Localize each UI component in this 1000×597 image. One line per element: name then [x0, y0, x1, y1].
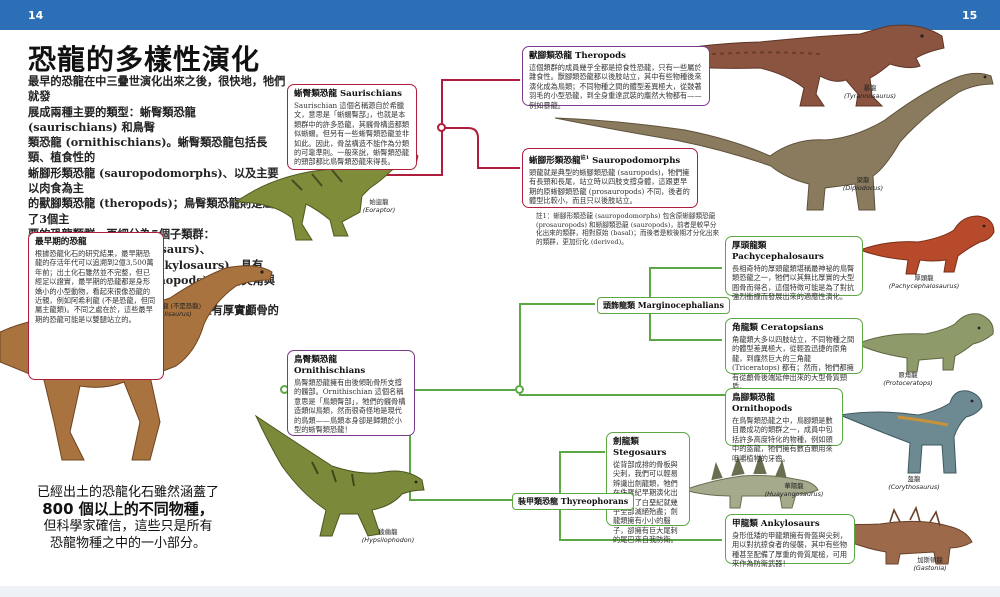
caption-zh: 暴龍 [863, 84, 877, 92]
caption-zh: 梁龍 [856, 176, 870, 184]
gastonia-caption: 加斯頓龍 (Gastonia) [900, 556, 960, 572]
ornithopods-box: 鳥腳類恐龍 Ornithopods 在鳥臀類恐龍之中，鳥腳類是數目最成功的類群之… [725, 388, 843, 463]
corythosaurus-caption: 盔龍 (Corythosaurus) [884, 475, 944, 491]
caption-zh: 厚頭龍 [914, 274, 934, 282]
box-heading-en: Sauropodomorphs [592, 155, 681, 166]
caption-zh: 盔龍 [907, 475, 921, 483]
sauropodomorph-footnote: 註1：蜥腳形類恐龍 (sauropodomorphs) 包含原蜥腳類恐龍 (pr… [536, 212, 720, 246]
cerapoda-node [515, 385, 524, 394]
intro-line: 展成兩種主要的類型：蜥臀類恐龍 (saurischians) 和鳥臀 [28, 104, 196, 134]
intro-line: 類恐龍 (ornithischians)。蜥臀類恐龍包括長頸、植食性的 [28, 135, 268, 165]
caption-zh: 稜齒龍 [378, 528, 398, 536]
species-count-quote: 已經出土的恐龍化石雖然涵蓋了 800 個以上的不同物種， 但科學家確信，這些只是… [28, 484, 228, 552]
quote-highlight: 800 個以上的不同物種， [42, 500, 214, 518]
page-bottom-band [0, 586, 1000, 597]
caption-sci: (Tyrannosaurus) [844, 92, 896, 100]
diplodocus-caption: 梁龍 (Diplodocus) [838, 176, 888, 192]
page-title: 恐龍的多樣性演化 [28, 43, 261, 76]
box-text: 從背部成排的骨板與尖刺，我們可以輕易辨識出劍龍類，牠們在侏羅紀早期演化出來，到了… [613, 460, 678, 545]
diplodocus-illustration [555, 72, 994, 211]
box-text: 根據恐龍化石的研究結果，最早期恐龍的存活年代可以追溯到2億3,500萬年前；出土… [35, 249, 156, 324]
box-heading: 甲龍類 Ankylosaurs [732, 519, 820, 529]
box-text: 身形低矮的甲龍類擁有骨盔與尖刺，用以對抗掠食者的侵襲，其中有些物種甚至配備了厚重… [732, 531, 848, 569]
box-text: 角龍類大多以四肢站立，不同物種之間的體型差異極大，從輕盈迅捷的原角龍，到龐然巨大… [732, 335, 855, 392]
box-heading: 鳥臀類恐龍 Ornithischians [294, 355, 366, 376]
box-heading: 角龍類 Ceratopsians [732, 323, 824, 333]
theropods-box: 獸腳類恐龍 Theropods 這個類群的成員幾乎全都是掠食性恐龍，只有一些屬於… [522, 46, 710, 110]
sauropodomorphs-box: 蜥腳形類恐龍註1 Sauropodomorphs 頭龍就是典型的蜥腳類恐龍 (s… [522, 148, 698, 208]
intro-line: 最早的恐龍在中三疊世演化出來之後，很快地，牠們就發 [28, 74, 286, 104]
box-heading: 厚頭龍類 Pachycephalosaurs [732, 241, 824, 262]
caption-zh: 始盜龍 [369, 198, 389, 206]
ceratopsians-box: 角龍類 Ceratopsians 角龍類大多以四肢站立，不同物種之間的體型差異極… [725, 318, 863, 391]
caption-sci: (Hypsilophodon) [361, 536, 415, 544]
stegosaurs-box: 劍龍類 Stegosaurs 從背部成排的骨板與尖刺，我們可以輕易辨識出劍龍類，… [606, 432, 690, 544]
caption-sci: (Diplodocus) [842, 184, 884, 192]
pachycephalosaurs-box: 厚頭龍類 Pachycephalosaurs 長相奇特的厚頭龍類堪稱最神祕的鳥臀… [725, 236, 863, 301]
box-heading: 獸腳類恐龍 Theropods [529, 51, 626, 61]
box-heading: 最早期的恐龍 [35, 237, 87, 247]
saurischians-box: 蜥臀類恐龍 Saurischians Saurischian 這個名稱源自於希臘… [287, 84, 417, 170]
caption-sci: (Huayangosaurus) [764, 490, 824, 498]
intro-line: 的獸腳類恐龍 (theropods)；鳥臀類恐龍則是涵蓋了3個主 [28, 196, 285, 226]
eoraptor-caption: 始盜龍 (Eoraptor) [355, 198, 403, 214]
hypsilophodon-illustration [254, 414, 425, 537]
footnote-marker: 註1 [580, 155, 590, 161]
caption-zh: 原角龍 [898, 371, 918, 379]
earliest-dinosaurs-box: 最早期的恐龍 根據恐龍化石的研究結果，最早期恐龍的存活年代可以追溯到2億3,50… [28, 232, 164, 380]
caption-sci: (Asilisaurus) [152, 310, 192, 318]
caption-sci: (Pachycephalosaurus) [888, 282, 960, 290]
caption-zh: 阿希利龍 (不是恐龍) [142, 302, 202, 310]
corythosaurus-illustration [838, 390, 983, 474]
caption-sci: (Gastonia) [913, 564, 947, 572]
quote-line: 恐龍物種之中的一小部分。 [49, 536, 206, 551]
box-heading: 劍龍類 Stegosaurs [613, 437, 667, 458]
huayangosaurus-illustration [682, 453, 819, 509]
marginocephalians-tag: 頭飾龍類 Marginocephalians [597, 297, 730, 314]
caption-zh: 華陽龍 [784, 482, 804, 490]
asilisaurus-caption: 阿希利龍 (不是恐龍) (Asilisaurus) [140, 302, 204, 318]
page-number-left: 14 [28, 9, 44, 22]
box-text: 鳥臀類恐龍擁有由後傾恥骨所支撐的髖部。Ornithischian 這個名稱意思是… [294, 378, 406, 435]
quote-line: 已經出土的恐龍化石雖然涵蓋了 [36, 485, 219, 500]
intro-line: 蜥腳形類恐龍 (sauropodomorphs)、以及主要以肉食為主 [28, 165, 279, 196]
box-heading: 鳥腳類恐龍 Ornithopods [732, 393, 793, 414]
box-heading: 蜥臀類恐龍 Saurischians [294, 89, 403, 99]
caption-zh: 加斯頓龍 [917, 556, 943, 564]
protoceratops-caption: 原角龍 (Protoceratops) [880, 371, 936, 387]
saurischian-node [437, 123, 446, 132]
hypsilophodon-caption: 稜齒龍 (Hypsilophodon) [358, 528, 418, 544]
caption-sci: (Corythosaurus) [888, 483, 940, 491]
box-text: 頭龍就是典型的蜥腳類恐龍 (sauropods)，牠們擁有長頸和長尾，站立時以四… [529, 167, 690, 206]
box-heading: 蜥腳形類恐龍註1 Sauropodomorphs [529, 153, 691, 167]
ornithischians-box: 鳥臀類恐龍 Ornithischians 鳥臀類恐龍擁有由後傾恥骨所支撐的髖部。… [287, 350, 415, 436]
pachycephalosaurus-illustration [858, 215, 995, 275]
page-number-right: 15 [962, 9, 978, 22]
box-text: Saurischian 這個名稱源自於希臘文，意思是「蜥蜴臀部」，也就是本類群中… [294, 101, 410, 167]
caption-sci: (Protoceratops) [883, 379, 933, 387]
box-text: 在鳥臀類恐龍之中，鳥腳類是數目最成功的類群之一，成員中包括許多高度特化的物種，例… [732, 416, 833, 463]
caption-sci: (Eoraptor) [362, 206, 396, 214]
huayangosaurus-caption: 華陽龍 (Huayangosaurus) [762, 482, 826, 498]
box-text: 這個類群的成員幾乎全都是掠食性恐龍，只有一些屬於雜食性。獸腳類恐龍都以後肢站立，… [529, 63, 702, 110]
thyreophorans-tag: 裝甲類恐龍 Thyreophorans [512, 493, 635, 510]
ankylosaurs-box: 甲龍類 Ankylosaurs 身形低矮的甲龍類擁有骨盔與尖刺，用以對抗掠食者的… [725, 514, 855, 568]
quote-line: 但科學家確信，這些只是所有 [43, 519, 213, 534]
trex-caption: 暴龍 (Tyrannosaurus) [840, 84, 900, 100]
box-heading-zh: 蜥腳形類恐龍 [529, 155, 581, 166]
pachycephalosaurus-caption: 厚頭龍 (Pachycephalosaurus) [884, 274, 964, 290]
protoceratops-illustration [855, 313, 994, 373]
page-header-bar [0, 0, 1000, 30]
box-text: 長相奇特的厚頭龍類堪稱最神祕的鳥臀類恐龍之一，牠們以其無比厚實的大型圓骨而得名，… [732, 264, 855, 302]
